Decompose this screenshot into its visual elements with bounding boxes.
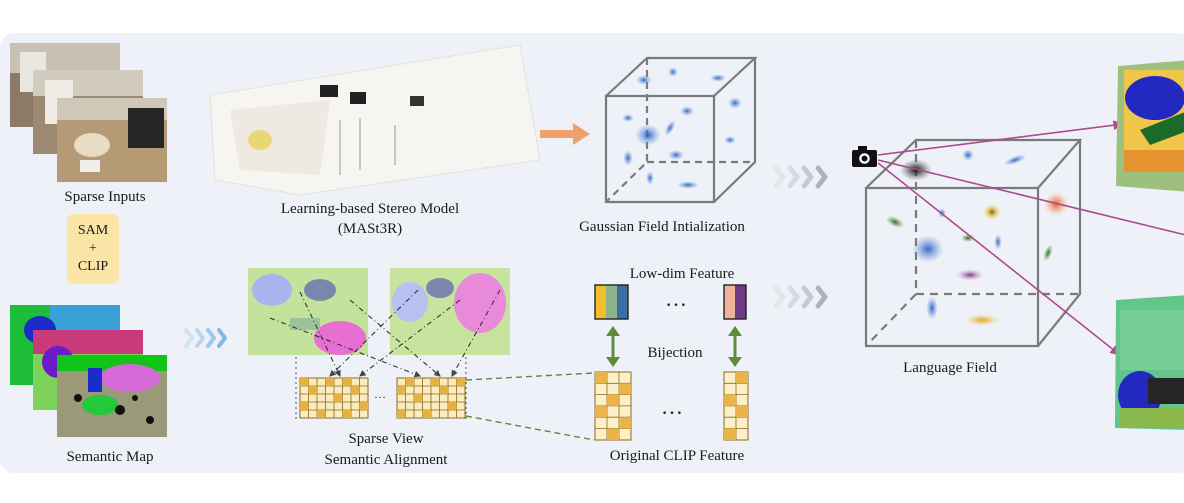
sparse-view-1 (248, 268, 368, 355)
sparse-view-label: Sparse View (348, 431, 424, 447)
stereo-point-cloud (209, 44, 541, 196)
semantic-alignment-label: Semantic Alignment (324, 452, 448, 468)
semantic-map-images (10, 305, 167, 437)
camera-icon (852, 146, 877, 167)
grid-edge-lines (295, 357, 467, 420)
sparse-view-2 (390, 268, 510, 355)
gaussian-init-label: Gaussian Field Intialization (579, 219, 745, 235)
semantic-map-3 (57, 355, 167, 437)
lowdim-vector-right (723, 284, 747, 320)
language-field-label: Language Field (903, 360, 997, 376)
clip-label: CLIP (77, 259, 109, 274)
clip-ellipsis: … (661, 394, 683, 419)
rendered-output-bottom (1115, 295, 1184, 430)
plus-label: + (89, 241, 97, 256)
render-rays (877, 120, 1184, 356)
sam-clip-box (67, 214, 119, 284)
grid-ellipsis: ··· (374, 390, 386, 404)
chevron-arrows-bottom (773, 285, 828, 309)
stereo-model-label: Learning-based Stereo Model (280, 201, 460, 217)
diagram-panel (0, 33, 1184, 473)
stereo-to-gaussian-arrow (540, 123, 590, 145)
alignment-feature-grid-left (299, 377, 369, 419)
gaussian-cube (604, 56, 758, 204)
language-field-cube (864, 138, 1083, 348)
chevron-arrows-top (773, 165, 828, 189)
clip-feature-right (723, 371, 749, 441)
rendered-output-top (1116, 60, 1184, 192)
lowdim-vector-left (594, 284, 629, 320)
gaussian-splats-language (885, 149, 1068, 326)
sam-label: SAM (77, 223, 109, 238)
sparse-inputs-label: Sparse Inputs (64, 189, 146, 205)
lowdim-ellipsis: … (665, 286, 687, 311)
original-clip-label: Original CLIP Feature (609, 448, 745, 464)
gaussian-splats-init (622, 67, 742, 189)
input-photo-3 (57, 98, 167, 182)
mast3r-label: (MASt3R) (337, 221, 403, 237)
semantic-map-label: Semantic Map (66, 449, 154, 465)
feature-link-lines (465, 372, 595, 441)
sparse-input-photos (10, 43, 167, 182)
sam-clip-label: SAM + CLIP (78, 222, 108, 276)
chevron-arrows-blue (184, 328, 227, 348)
alignment-correspondence-lines (269, 289, 501, 378)
alignment-feature-grid-right (396, 377, 466, 419)
lowdim-feature-label: Low-dim Feature (629, 266, 735, 282)
bijection-arrows (606, 326, 742, 367)
bijection-label: Bijection (647, 345, 703, 361)
clip-feature-left (594, 371, 632, 441)
